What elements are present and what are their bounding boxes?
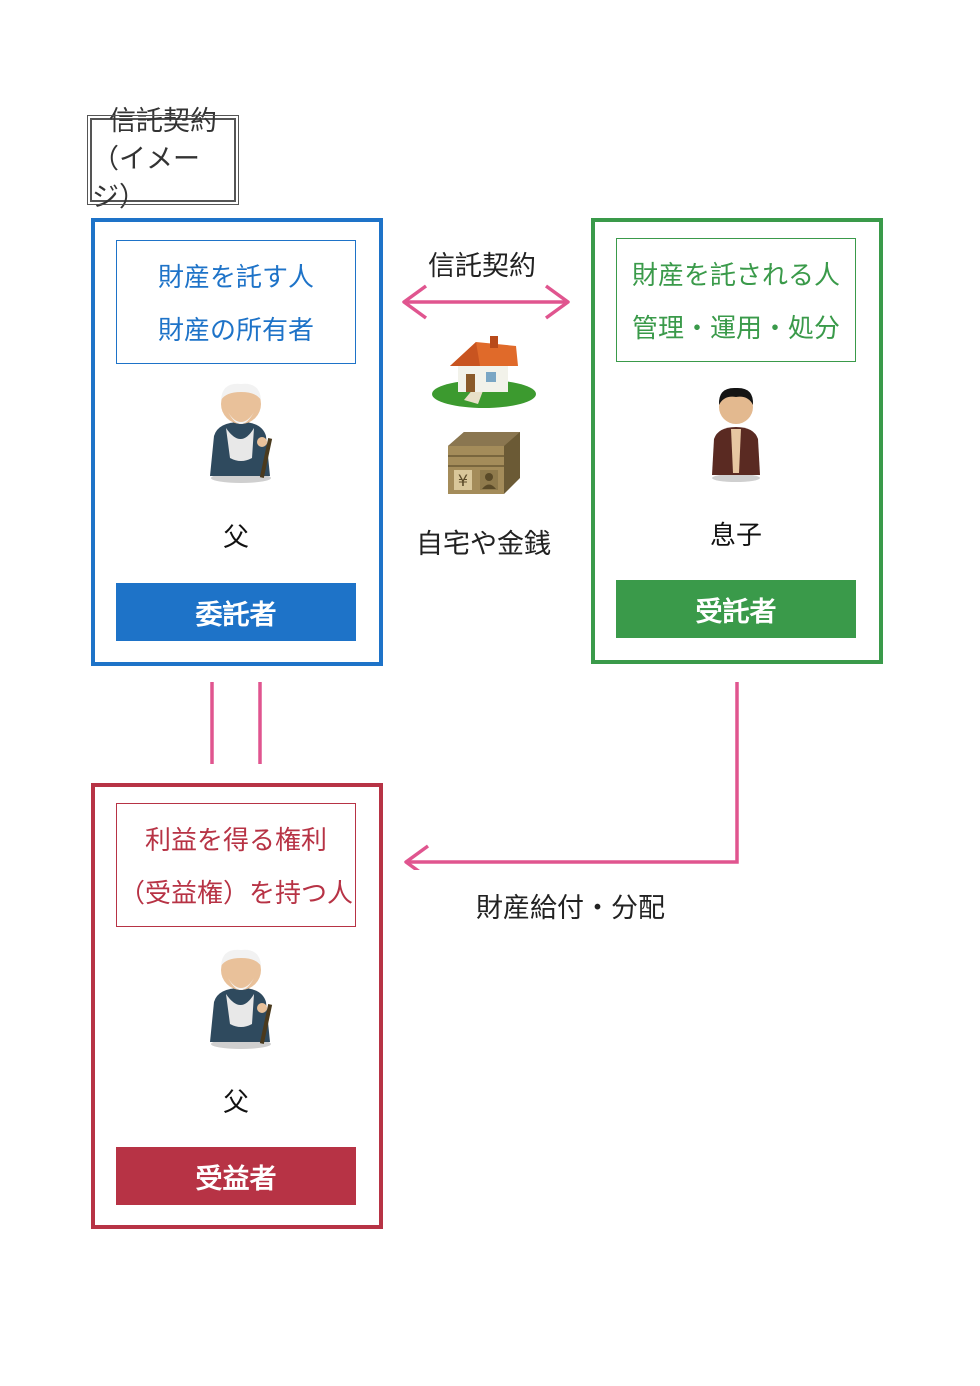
trustee-desc-line1: 財産を託される人 <box>631 261 840 291</box>
equals-connector <box>210 682 262 764</box>
elderly-man-icon <box>210 949 273 1049</box>
trustee-role-badge: 受託者 <box>616 580 856 638</box>
settlor-role-badge: 委託者 <box>116 583 356 641</box>
beneficiary-role-badge: 受益者 <box>116 1147 356 1205</box>
svg-text:¥: ¥ <box>458 471 468 490</box>
trustee-desc-line2: 管理・運用・処分 <box>631 314 840 344</box>
settlor-panel <box>91 218 383 666</box>
beneficiary-desc-line2: （受益権）を持つ人 <box>118 879 353 909</box>
trustee-panel <box>591 218 883 664</box>
double-arrow-icon <box>402 284 570 320</box>
elderly-man-icon <box>210 383 273 483</box>
distribution-label: 財産給付・分配 <box>476 893 665 924</box>
settlor-person-name: 父 <box>222 523 249 553</box>
trustee-person-name: 息子 <box>709 521 762 551</box>
beneficiary-panel <box>91 783 383 1229</box>
beneficiary-person-name: 父 <box>222 1088 249 1118</box>
settlor-description: 財産を託す人 財産の所有者 <box>116 240 356 364</box>
settlor-desc-line2: 財産の所有者 <box>157 316 314 346</box>
house-icon <box>432 336 536 408</box>
title-line1: 信託契約 <box>109 106 217 137</box>
title-line2: （イメージ） <box>92 144 200 213</box>
son-icon <box>712 387 760 482</box>
settlor-desc-line1: 財産を託す人 <box>157 263 314 293</box>
contract-label: 信託契約 <box>428 251 536 282</box>
trustee-description: 財産を託される人 管理・運用・処分 <box>616 238 856 362</box>
property-label: 自宅や金銭 <box>416 529 551 560</box>
distribution-arrow <box>404 682 739 870</box>
beneficiary-desc-line1: 利益を得る権利 <box>144 826 327 856</box>
money-bundle-icon: ¥ <box>448 432 520 494</box>
diagram-title-box: 信託契約 （イメージ） <box>87 106 239 213</box>
beneficiary-description: 利益を得る権利 （受益権）を持つ人 <box>116 803 356 927</box>
